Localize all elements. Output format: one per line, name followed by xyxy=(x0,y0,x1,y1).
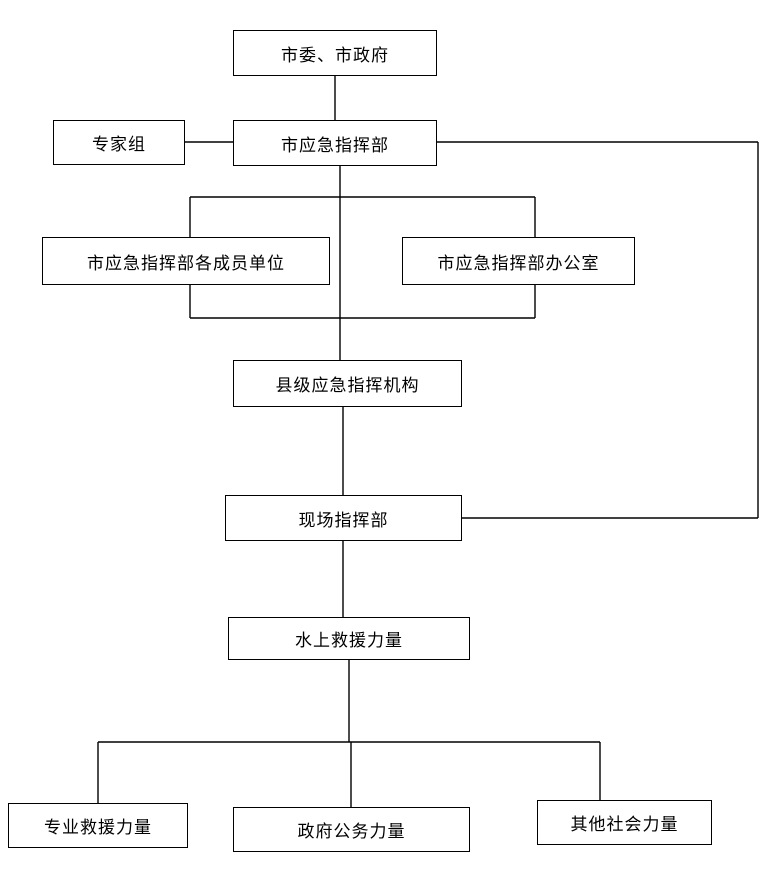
node-water-rescue-label: 水上救援力量 xyxy=(295,631,403,650)
node-municipal-committee-label: 市委、市政府 xyxy=(281,45,389,65)
node-water-rescue: 水上救援力量 xyxy=(228,617,470,660)
node-onsite-hq: 现场指挥部 xyxy=(225,495,462,541)
node-onsite-hq-label: 现场指挥部 xyxy=(298,510,389,530)
node-hq-office: 市应急指挥部办公室 xyxy=(402,237,635,285)
node-member-units-label: 市应急指挥部各成员单位 xyxy=(87,253,285,273)
node-member-units: 市应急指挥部各成员单位 xyxy=(42,237,330,285)
node-other-social-forces-label: 其他社会力量 xyxy=(570,815,679,834)
node-government-forces-label: 政府公务力量 xyxy=(297,822,406,841)
node-expert-group: 专家组 xyxy=(53,120,185,165)
node-emergency-hq: 市应急指挥部 xyxy=(233,120,437,166)
node-other-social-forces: 其他社会力量 xyxy=(537,800,712,845)
node-municipal-committee: 市委、市政府 xyxy=(233,30,437,76)
node-hq-office-label: 市应急指挥部办公室 xyxy=(437,253,600,273)
node-county-command: 县级应急指挥机构 xyxy=(233,360,462,407)
node-emergency-hq-label: 市应急指挥部 xyxy=(281,135,389,155)
node-professional-rescue: 专业救援力量 xyxy=(8,803,188,848)
node-government-forces: 政府公务力量 xyxy=(233,807,470,852)
node-expert-group-label: 专家组 xyxy=(92,135,146,154)
node-professional-rescue-label: 专业救援力量 xyxy=(44,818,152,837)
node-county-command-label: 县级应急指挥机构 xyxy=(275,376,420,395)
